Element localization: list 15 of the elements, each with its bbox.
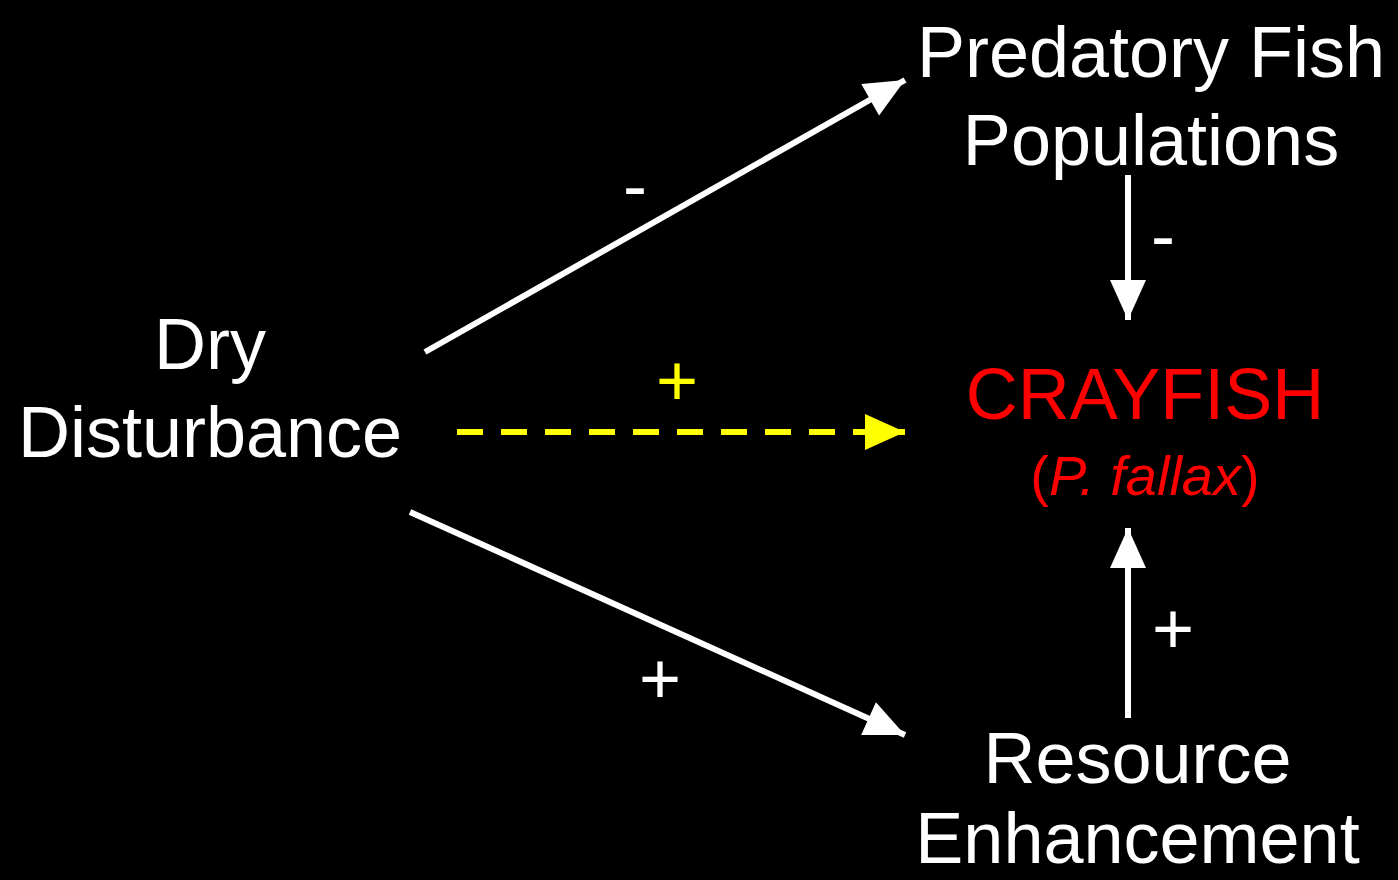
- arrow: [423, 77, 907, 355]
- arrow: [457, 414, 905, 450]
- species-name: (P. fallax): [1029, 443, 1261, 509]
- arrow: [1110, 528, 1146, 718]
- cause-label: Dry Disturbance: [16, 303, 404, 474]
- factor-label: Predatory Fish Populations: [915, 11, 1387, 182]
- edge-label: -: [623, 149, 647, 221]
- species-label: CRAYFISH: [964, 353, 1326, 436]
- edge-label: +: [639, 642, 682, 714]
- arrow: [1110, 175, 1146, 320]
- edge-label: +: [656, 344, 699, 416]
- factor-label: Resource Enhancement: [914, 718, 1361, 878]
- arrow: [408, 509, 907, 738]
- edge-label: -: [1151, 199, 1175, 271]
- edge-label: +: [1152, 592, 1195, 664]
